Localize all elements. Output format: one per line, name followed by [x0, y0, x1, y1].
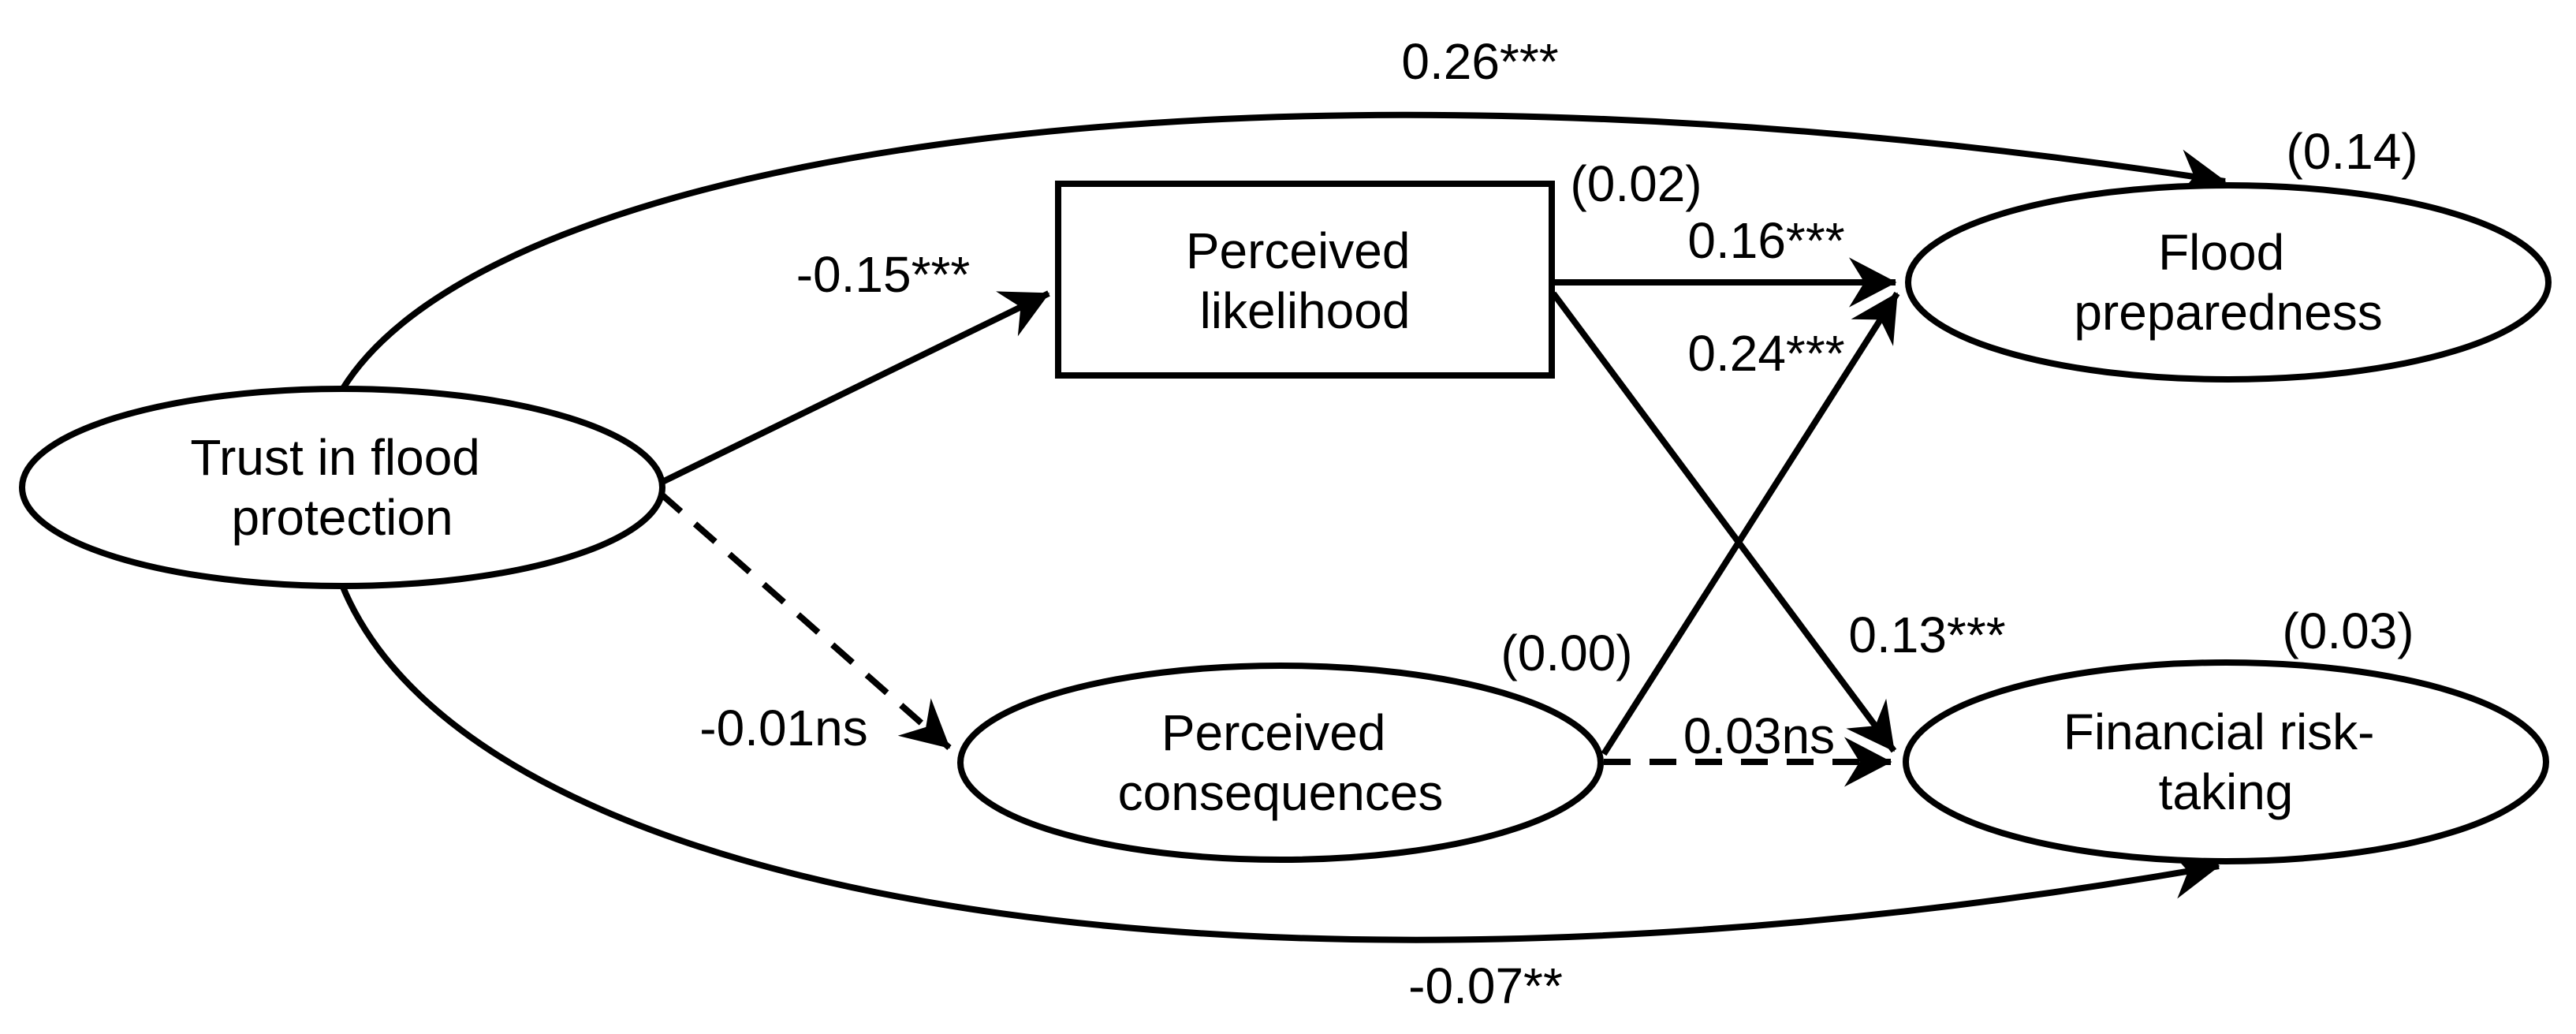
r2-label-risk: (0.03)	[2282, 603, 2414, 659]
node-risk-ellipse	[1903, 659, 2549, 864]
edge-label-likelihood-preparedness: 0.16***	[1687, 212, 1844, 269]
node-consequences-ellipse	[957, 663, 1604, 863]
node-preparedness-label-line2: preparedness	[2074, 284, 2382, 341]
edge-likelihood-risk	[1550, 291, 1897, 753]
node-trust-label-line1: Trust in flood	[190, 429, 480, 486]
node-risk-label-line1: Financial risk-	[2063, 704, 2375, 760]
node-preparedness-ellipse	[1905, 182, 2552, 383]
node-trust-label-line2: protection	[231, 489, 453, 546]
node-consequences-label-line1: Perceived	[1161, 704, 1386, 761]
edge-trust-risk	[339, 584, 2220, 943]
node-trust-ellipse	[19, 386, 665, 589]
node-likelihood-rect	[1055, 181, 1555, 379]
edge-trust-likelihood	[659, 290, 1050, 486]
edge-label-consequences-risk: 0.03ns	[1683, 707, 1835, 764]
edge-trust-preparedness	[339, 111, 2227, 392]
node-consequences-label: Perceived consequences	[1118, 704, 1444, 821]
r2-label-consequences: (0.00)	[1500, 625, 1632, 681]
node-trust-label: Trust in flood protection	[190, 429, 494, 546]
node-likelihood-label: Perceived likelihood	[1186, 222, 1424, 339]
edge-label-trust-consequences: -0.01ns	[699, 700, 867, 756]
edge-label-trust-risk: -0.07**	[1408, 957, 1563, 1014]
edge-label-consequences-preparedness: 0.24***	[1687, 325, 1844, 382]
node-risk-label-line2: taking	[2159, 763, 2294, 820]
edge-label-trust-likelihood: -0.15***	[796, 246, 971, 303]
edge-trust-consequences	[658, 491, 952, 751]
r2-label-preparedness: (0.14)	[2286, 123, 2418, 180]
node-preparedness-label: Flood preparedness	[2074, 224, 2382, 341]
node-likelihood-label-line2: likelihood	[1200, 282, 1411, 339]
node-preparedness-label-line1: Flood	[2158, 224, 2284, 281]
node-consequences-label-line2: consequences	[1118, 764, 1444, 821]
edge-consequences-preparedness	[1601, 291, 1900, 756]
r2-label-likelihood: (0.02)	[1570, 155, 1702, 212]
edge-label-trust-preparedness: 0.26***	[1401, 33, 1558, 90]
node-likelihood-label-line1: Perceived	[1186, 222, 1411, 279]
edge-label-likelihood-risk: 0.13***	[1848, 607, 2005, 663]
node-risk-label: Financial risk- taking	[2063, 704, 2389, 820]
